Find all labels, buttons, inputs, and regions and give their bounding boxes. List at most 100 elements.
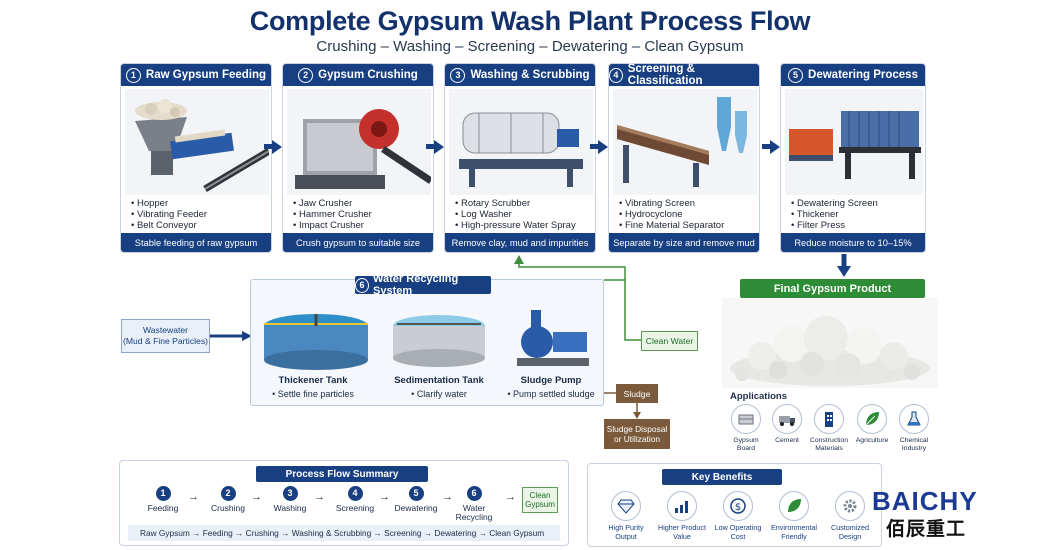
- jaw-crusher-illustration: [287, 89, 431, 195]
- brand-logo-text: BAICHY: [872, 486, 978, 516]
- sedimentation-tank-illustration: [393, 315, 485, 367]
- final-product-header: Final Gypsum Product: [740, 279, 925, 298]
- stage-number: 5: [788, 67, 804, 83]
- benefit-label: Customized Design: [831, 523, 869, 541]
- benefit-label: High Purity Output: [608, 523, 644, 541]
- sludge-disposal-sublabel: or Utilization: [613, 434, 661, 444]
- gypsum-board-icon: [731, 404, 761, 434]
- wastewater-input-box: Wastewater (Mud & Fine Particles): [121, 319, 210, 353]
- benefit-item: $ Low Operating Cost: [712, 491, 764, 541]
- stage-card-feeding: 1 Raw Gypsum Feeding Hopper Vibrating Fe…: [120, 63, 272, 253]
- page-title: Complete Gypsum Wash Plant Process Flow: [249, 6, 811, 36]
- flow-arrow-right-icon: [272, 140, 282, 154]
- sludge-disposal-box: Sludge Disposal or Utilization: [604, 419, 670, 449]
- diamond-icon: [611, 491, 641, 521]
- stage-number: 3: [450, 67, 466, 83]
- benefit-label: Environmental Friendly: [771, 523, 817, 541]
- stage-number: 6: [355, 277, 370, 293]
- equipment-item: Impact Crusher: [293, 220, 429, 231]
- stage-equipment-list: Rotary Scrubber Log Washer High-pressure…: [455, 198, 591, 231]
- equipment-item: Hopper: [131, 198, 267, 209]
- process-flow-summary: Process Flow Summary 1 Feeding → 2 Crush…: [119, 460, 569, 546]
- key-benefits-panel: Key Benefits High Purity Output Higher P…: [587, 463, 882, 547]
- summary-step-label: Dewatering: [394, 503, 438, 513]
- benefits-header: Key Benefits: [662, 469, 782, 485]
- summary-step: 2 Crushing: [203, 486, 253, 513]
- stage-header: 4 Screening & Classification: [609, 63, 759, 87]
- benefit-label: Low Operating Cost: [714, 523, 762, 541]
- summary-step: 1 Feeding: [138, 486, 188, 513]
- benefit-item: Higher Product Value: [656, 491, 708, 541]
- stage-title: Raw Gypsum Feeding: [145, 69, 267, 81]
- summary-step-number: 3: [282, 486, 298, 501]
- wastewater-label: Wastewater: [142, 325, 189, 335]
- water-recycling-title: Water Recycling System: [373, 273, 459, 297]
- summary-arrow-icon: →: [379, 491, 390, 503]
- summary-step-number: 4: [347, 486, 363, 501]
- equipment-item: Fine Material Separator: [619, 220, 755, 231]
- stage-footer: Crush gypsum to suitable size: [283, 233, 433, 252]
- benefit-label: Higher Product Value: [658, 523, 706, 541]
- stage-footer: Remove clay, mud and impurities: [445, 233, 595, 252]
- summary-header: Process Flow Summary: [256, 466, 428, 482]
- equipment-item: High-pressure Water Spray: [455, 220, 591, 231]
- filter-press-illustration: [785, 89, 923, 195]
- leaf-icon: [779, 491, 809, 521]
- summary-step-label: Feeding: [147, 503, 179, 513]
- thickener-tank-illustration: [264, 314, 368, 370]
- benefit-item: Customized Design: [824, 491, 876, 541]
- page-subtitle: Crushing – Washing – Screening – Dewater…: [316, 38, 744, 55]
- leaf-icon: [857, 404, 887, 434]
- flask-icon: [899, 404, 929, 434]
- equipment-item: Filter Press: [791, 220, 921, 231]
- summary-step: 4 Screening: [330, 486, 380, 513]
- stage-title: Gypsum Crushing: [318, 69, 418, 81]
- stage-card-screening: 4 Screening & Classification Vibrating S…: [608, 63, 760, 253]
- brand-logo-cn: 佰辰重工: [886, 518, 967, 540]
- flow-arrow-right-icon: [598, 140, 608, 154]
- benefit-item: Environmental Friendly: [768, 491, 820, 541]
- equipment-item: Thickener: [791, 209, 921, 220]
- summary-arrow-icon: →: [505, 491, 516, 503]
- sludge-pump-desc: • Pump settled sludge: [507, 389, 595, 399]
- sludge-disposal-label: Sludge Disposal: [606, 424, 668, 434]
- bar-chart-icon: [667, 491, 697, 521]
- equipment-item: Rotary Scrubber: [455, 198, 591, 209]
- thickener-tank-label: Thickener Tank: [278, 375, 348, 386]
- stage-footer: Stable feeding of raw gypsum: [121, 233, 271, 252]
- sludge-pump-label: Sludge Pump: [520, 375, 582, 386]
- stage-title: Washing & Scrubbing: [470, 69, 590, 81]
- summary-step-label: Screening: [335, 503, 375, 513]
- application-label: Gypsum Board: [733, 437, 759, 452]
- gear-icon: [835, 491, 865, 521]
- stage-header: 2 Gypsum Crushing: [283, 64, 433, 86]
- unit-desc: Clarify water: [416, 389, 467, 399]
- rotary-scrubber-illustration: [449, 89, 593, 195]
- flow-arrow-right-icon: [770, 140, 780, 154]
- equipment-item: Jaw Crusher: [293, 198, 429, 209]
- summary-step-number: 2: [220, 486, 236, 501]
- benefit-item: High Purity Output: [600, 491, 652, 541]
- application-agriculture: Agriculture: [850, 404, 894, 445]
- dollar-coin-icon: $: [723, 491, 753, 521]
- flow-arrow-shaft: [762, 144, 772, 149]
- summary-end-box: Clean Gypsum: [522, 487, 558, 513]
- application-gypsum-board: Gypsum Board: [724, 404, 768, 453]
- stage-header: 3 Washing & Scrubbing: [445, 64, 595, 86]
- flow-arrow-shaft: [264, 144, 274, 149]
- application-label: Chemical Industry: [899, 437, 929, 452]
- equipment-item: Hammer Crusher: [293, 209, 429, 220]
- summary-step-label: Crushing: [210, 503, 246, 513]
- equipment-item: Hydrocyclone: [619, 209, 755, 220]
- flow-arrow-shaft: [590, 144, 600, 149]
- hopper-feeder-illustration: [125, 89, 269, 195]
- water-recycling-header: 6 Water Recycling System: [355, 273, 491, 297]
- summary-step: 5 Dewatering: [391, 486, 441, 513]
- application-cement: Cement: [765, 404, 809, 445]
- equipment-item: Dewatering Screen: [791, 198, 921, 209]
- summary-step: 3 Washing: [265, 486, 315, 513]
- summary-step-number: 1: [155, 486, 171, 501]
- thickener-tank-desc: • Settle fine particles: [272, 389, 354, 399]
- summary-arrow-icon: →: [188, 491, 199, 503]
- summary-step: 6 Water Recycling: [450, 486, 498, 522]
